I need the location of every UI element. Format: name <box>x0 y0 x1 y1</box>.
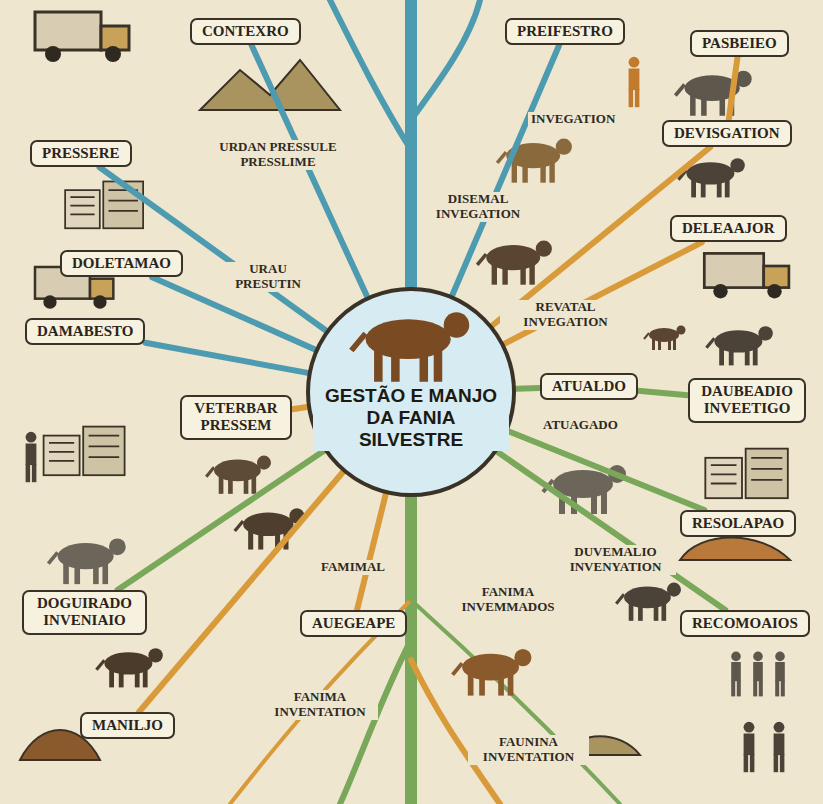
center-ground <box>308 289 514 495</box>
branch-connector <box>118 451 325 590</box>
topic-box: PRESSERE <box>30 140 132 167</box>
branch-connector <box>252 45 368 296</box>
terrain <box>20 60 790 760</box>
topic-box: RECOMOAIOS <box>680 610 810 637</box>
topic-text: DOLETAMAO <box>72 255 171 272</box>
branch-connector <box>145 343 307 373</box>
branch-connector <box>508 431 704 510</box>
topic-box: DOLETAMAO <box>60 250 183 277</box>
topic-text: MANILJO <box>92 717 163 734</box>
topic-box: DOGUIRADO INVENIAIO <box>22 590 147 635</box>
branch-label: FAMIMAL <box>318 560 388 575</box>
topic-text: DAUBEADIO INVEETIGO <box>700 383 794 418</box>
person <box>753 652 763 697</box>
topic-text: ATUALDO <box>552 378 626 395</box>
topic-text: AUEGEAPE <box>312 615 395 632</box>
topic-text: PASBEIEO <box>702 35 777 52</box>
branch-label: URDAN PRESSULE PRESSLIME <box>205 140 351 170</box>
branch-label: FAUNINA INVENTATION <box>468 735 589 765</box>
topic-text: DAMABESTO <box>37 323 133 340</box>
topic-text: DEVISGATION <box>674 125 780 142</box>
animal <box>48 538 125 584</box>
topic-text: RESOLAPAO <box>692 515 784 532</box>
buildings <box>705 449 788 499</box>
animal <box>477 241 552 285</box>
branch-label: DISEMAL INVEGATION <box>425 192 531 222</box>
branch-label: FANIMA INVEMMADOS <box>450 585 566 615</box>
topic-box: PASBEIEO <box>690 30 789 57</box>
topic-text: VETERBAR PRESSEM <box>192 400 280 435</box>
topic-box: VETERBAR PRESSEM <box>180 395 292 440</box>
topic-box: MANILJO <box>80 712 175 739</box>
bear <box>351 312 469 382</box>
topic-box: DEVISGATION <box>662 120 792 147</box>
branch-label: REVATAL INVEGATION <box>500 300 631 330</box>
person <box>774 722 785 772</box>
animal <box>96 648 162 687</box>
topic-text: PRESSERE <box>42 145 120 162</box>
topic-text: PREIFESTRO <box>517 23 613 40</box>
branch-label: DUVEMALIO INVENYATION <box>555 545 676 575</box>
branch-connector <box>516 385 540 392</box>
topic-box: DAUBEADIO INVEETIGO <box>688 378 806 423</box>
elephant <box>675 71 751 116</box>
truck <box>704 253 789 298</box>
topic-box: CONTEXRO <box>190 18 301 45</box>
truck <box>35 12 129 62</box>
animal <box>453 649 532 696</box>
topic-box: PREIFESTRO <box>505 18 625 45</box>
topic-box: RESOLAPAO <box>680 510 796 537</box>
person <box>731 652 741 697</box>
topic-text: DOGUIRADO INVENIAIO <box>34 595 135 630</box>
branch-label: FANIMA INVENTATION <box>262 690 378 720</box>
animal <box>644 326 686 351</box>
central-circle: GESTÃO E MANJO DA FANIA SILVESTRE <box>306 287 516 497</box>
branch-label: INVEGATION <box>528 112 618 127</box>
branch-connector <box>357 494 386 610</box>
buildings <box>44 427 125 476</box>
topic-box: DAMABESTO <box>25 318 145 345</box>
topic-text: DELEAAJOR <box>682 220 775 237</box>
branch-label: URAU PRESUTIN <box>225 262 311 292</box>
branch-label: ATUAGADO <box>540 418 621 433</box>
animal <box>616 583 681 621</box>
branch-connector <box>292 407 307 409</box>
animal <box>206 456 271 494</box>
branch-connector <box>729 57 738 120</box>
topic-text: CONTEXRO <box>202 23 289 40</box>
central-title: GESTÃO E MANJO DA FANIA SILVESTRE <box>313 385 509 451</box>
person <box>775 652 785 697</box>
person <box>744 722 755 772</box>
topic-box: DELEAAJOR <box>670 215 787 242</box>
branch-connector <box>638 391 688 395</box>
topic-text: RECOMOAIOS <box>692 615 798 632</box>
person <box>629 57 640 107</box>
topic-box: ATUALDO <box>540 373 638 400</box>
animal <box>706 326 772 365</box>
branch-connector <box>139 472 343 712</box>
topic-box: AUEGEAPE <box>300 610 407 637</box>
branch-connector <box>452 45 559 295</box>
person <box>26 432 37 482</box>
